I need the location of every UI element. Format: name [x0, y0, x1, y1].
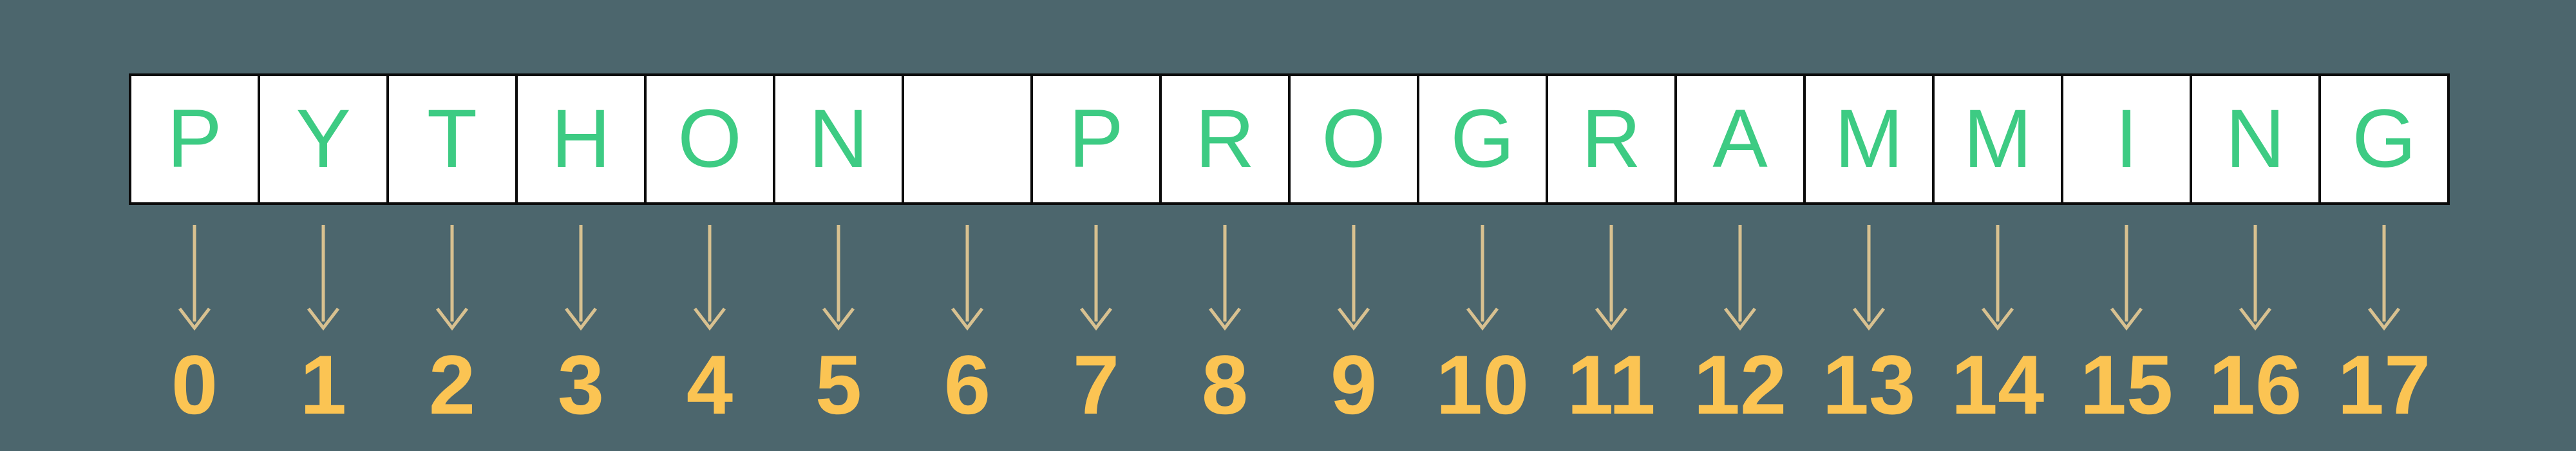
index-label: 12 — [1693, 338, 1787, 432]
string-cell: O — [644, 73, 775, 205]
index-label: 1 — [299, 338, 347, 432]
index-label: 14 — [1951, 338, 2045, 432]
index-arrow — [1418, 224, 1547, 331]
string-cell: M — [1803, 73, 1935, 205]
index-label: 13 — [1822, 338, 1916, 432]
index-label: 0 — [171, 338, 218, 432]
down-arrow-icon — [1209, 225, 1241, 331]
cell-char: H — [551, 93, 611, 185]
string-cell: M — [1932, 73, 2063, 205]
string-cell: P — [129, 73, 260, 205]
index-arrow — [903, 224, 1032, 331]
cell-char: O — [1321, 93, 1386, 185]
cell-char — [956, 98, 979, 180]
string-cell: R — [1159, 73, 1291, 205]
cell-char: I — [2115, 93, 2138, 185]
index-label: 3 — [557, 338, 605, 432]
index-arrow — [1676, 224, 1804, 331]
index-label: 15 — [2079, 338, 2174, 432]
index-arrows-row — [130, 224, 2448, 331]
index-arrow — [645, 224, 774, 331]
cell-char: A — [1712, 93, 1768, 185]
string-cell: O — [1288, 73, 1419, 205]
string-cell: I — [2061, 73, 2192, 205]
down-arrow-icon — [1466, 225, 1499, 331]
string-cell: G — [2318, 73, 2450, 205]
cell-char: O — [677, 93, 742, 185]
index-arrow — [2062, 224, 2191, 331]
index-label: 2 — [428, 338, 476, 432]
cell-char: N — [2225, 93, 2286, 185]
down-arrow-icon — [951, 225, 983, 331]
string-cell: A — [1674, 73, 1806, 205]
down-arrow-icon — [822, 225, 855, 331]
index-label: 16 — [2208, 338, 2302, 432]
index-arrow — [2191, 224, 2320, 331]
index-label: 17 — [2337, 338, 2431, 432]
index-label: 8 — [1201, 338, 1249, 432]
index-arrow — [1289, 224, 1418, 331]
down-arrow-icon — [1724, 225, 1756, 331]
index-arrow — [1160, 224, 1289, 331]
index-label: 5 — [815, 338, 862, 432]
string-cell: N — [2190, 73, 2321, 205]
cell-char: G — [2352, 93, 2416, 185]
string-cell — [902, 73, 1033, 205]
index-arrow — [130, 224, 259, 331]
cell-char: G — [1450, 93, 1515, 185]
down-arrow-icon — [694, 225, 726, 331]
string-cell: R — [1546, 73, 1677, 205]
down-arrow-icon — [178, 225, 211, 331]
string-cell: G — [1417, 73, 1548, 205]
string-cell: P — [1030, 73, 1162, 205]
index-label: 10 — [1435, 338, 1530, 432]
index-arrow — [388, 224, 516, 331]
down-arrow-icon — [2239, 225, 2271, 331]
index-arrow — [516, 224, 645, 331]
down-arrow-icon — [1595, 225, 1627, 331]
index-arrow — [2320, 224, 2448, 331]
index-numbers-row: 0 1 2 3 4 5 6 7 8 9 10 11 12 13 14 15 16… — [130, 343, 2448, 427]
down-arrow-icon — [1080, 225, 1112, 331]
down-arrow-icon — [2368, 225, 2400, 331]
cell-char: M — [1963, 93, 2032, 185]
cell-char: M — [1834, 93, 1904, 185]
index-label: 4 — [686, 338, 734, 432]
index-arrow — [1032, 224, 1160, 331]
cell-char: P — [167, 93, 222, 185]
string-cell: Y — [258, 73, 389, 205]
index-arrow — [1547, 224, 1676, 331]
down-arrow-icon — [565, 225, 597, 331]
index-arrow — [259, 224, 388, 331]
string-cell: N — [773, 73, 904, 205]
cell-char: N — [808, 93, 869, 185]
index-label: 11 — [1567, 338, 1656, 432]
index-label: 7 — [1072, 338, 1120, 432]
cell-char: R — [1195, 93, 1255, 185]
down-arrow-icon — [436, 225, 468, 331]
cell-char: T — [426, 93, 478, 185]
string-cell: H — [515, 73, 647, 205]
down-arrow-icon — [1338, 225, 1370, 331]
string-cell: T — [386, 73, 518, 205]
index-arrow — [774, 224, 903, 331]
down-arrow-icon — [1853, 225, 1885, 331]
string-cells-row: P Y T H O N P R O G R A M M I — [129, 73, 2450, 205]
index-arrow — [1933, 224, 2062, 331]
index-label: 6 — [943, 338, 991, 432]
down-arrow-icon — [307, 225, 339, 331]
cell-char: R — [1581, 93, 1642, 185]
cell-char: Y — [296, 93, 351, 185]
down-arrow-icon — [1982, 225, 2014, 331]
cell-char: P — [1068, 93, 1124, 185]
down-arrow-icon — [2110, 225, 2143, 331]
index-label: 9 — [1330, 338, 1378, 432]
index-arrow — [1804, 224, 1933, 331]
